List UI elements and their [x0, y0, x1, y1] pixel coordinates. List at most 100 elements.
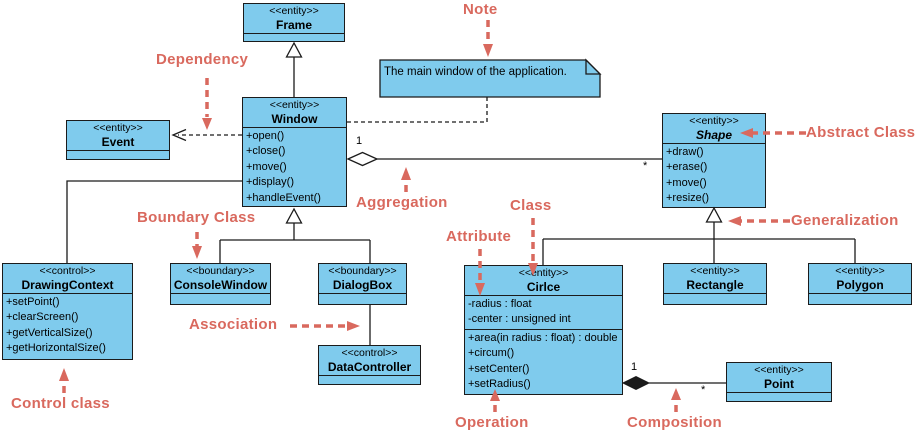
- operation: +setRadius(): [468, 378, 531, 391]
- stereotype-label: <<entity>>: [269, 5, 319, 17]
- class-shape[interactable]: <<entity>> Shape +draw() +erase() +move(…: [662, 113, 766, 208]
- stereotype-label: <<boundary>>: [186, 265, 255, 277]
- operation: +open(): [246, 130, 285, 142]
- stereotype-label: <<entity>>: [93, 122, 143, 134]
- operation: +move(): [666, 176, 707, 189]
- class-header: <<entity>> Rectangle: [664, 264, 766, 293]
- annotation-association: Association: [189, 316, 278, 333]
- operations-compartment: +area(in radius : float) : double +circu…: [465, 328, 622, 394]
- class-header: <<entity>> Polygon: [809, 264, 911, 293]
- dependency-window-event: [171, 128, 242, 142]
- class-header: <<entity>> Event: [67, 121, 169, 150]
- operations-compartment: +setPoint() +clearScreen() +getVerticalS…: [3, 293, 132, 359]
- stereotype-label: <<entity>>: [835, 265, 885, 277]
- class-header: <<entity>> Cirlce: [465, 266, 622, 295]
- operation: +handleEvent(): [246, 191, 321, 204]
- operations-compartment: +draw() +erase() +move() +resize(): [663, 143, 765, 207]
- composition-circle-point: [621, 375, 726, 391]
- attribute: -center : unsigned int: [468, 313, 571, 326]
- empty-compartment: [244, 33, 344, 41]
- annotation-operation: Operation: [455, 414, 529, 431]
- stereotype-label: <<entity>>: [269, 99, 320, 111]
- class-point[interactable]: <<entity>> Point: [726, 362, 832, 402]
- aggregation-multiplicity-source: 1: [356, 135, 363, 147]
- class-name: DataController: [327, 360, 412, 374]
- class-header: <<control>> DrawingContext: [3, 264, 132, 293]
- class-name: Frame: [275, 18, 313, 32]
- class-header: <<entity>> Frame: [244, 4, 344, 33]
- annotation-dependency: Dependency: [156, 51, 249, 68]
- note[interactable]: The main window of the application.: [384, 66, 567, 78]
- aggregation-multiplicity-target: *: [643, 160, 648, 172]
- class-rectangle[interactable]: <<entity>> Rectangle: [663, 263, 767, 305]
- class-drawingcontext[interactable]: <<control>> DrawingContext +setPoint() +…: [2, 263, 133, 360]
- annotation-control-class: Control class: [11, 395, 110, 412]
- annotation-abstract-class: Abstract Class: [806, 124, 916, 141]
- class-dialogbox[interactable]: <<boundary>> DialogBox: [318, 263, 407, 305]
- stereotype-label: <<control>>: [39, 265, 96, 277]
- stereotype-label: <<entity>>: [690, 265, 740, 277]
- stereotype-label: <<entity>>: [518, 267, 569, 279]
- composition-multiplicity-source: 1: [631, 361, 638, 373]
- class-header: <<control>> DataController: [319, 346, 420, 375]
- operation: +clearScreen(): [6, 311, 79, 324]
- empty-compartment: [67, 150, 169, 159]
- stereotype-label: <<control>>: [341, 347, 398, 359]
- class-name: Cirlce: [526, 280, 561, 294]
- class-polygon[interactable]: <<entity>> Polygon: [808, 263, 912, 305]
- stereotype-label: <<entity>>: [754, 364, 804, 376]
- class-circle[interactable]: <<entity>> Cirlce -radius : float -cente…: [464, 265, 623, 395]
- empty-compartment: [727, 392, 831, 401]
- class-name: DialogBox: [332, 278, 393, 292]
- aggregation-annotation-arrow: [401, 167, 411, 192]
- class-name: Window: [271, 112, 318, 126]
- attributes-compartment: -radius : float -center : unsigned int: [465, 295, 622, 329]
- operation: +draw(): [666, 146, 704, 158]
- class-datacontroller[interactable]: <<control>> DataController: [318, 345, 421, 385]
- annotation-aggregation: Aggregation: [356, 194, 448, 211]
- note-anchor-line: [347, 97, 488, 123]
- class-header: <<entity>> Shape: [663, 114, 765, 143]
- operation: +setCenter(): [468, 362, 530, 375]
- class-name: Event: [101, 135, 135, 149]
- annotation-attribute: Attribute: [446, 228, 512, 245]
- class-name: Shape: [695, 128, 732, 142]
- operation: +display(): [246, 176, 294, 189]
- empty-compartment: [319, 293, 406, 304]
- class-header: <<boundary>> DialogBox: [319, 264, 406, 293]
- operation: +close(): [246, 145, 286, 158]
- class-event[interactable]: <<entity>> Event: [66, 120, 170, 160]
- empty-compartment: [809, 293, 911, 304]
- operation: +getHorizontalSize(): [6, 342, 106, 355]
- class-window[interactable]: <<entity>> Window +open() +close() +move…: [242, 97, 347, 207]
- stereotype-label: <<entity>>: [689, 115, 739, 127]
- control-class-annotation-arrow: [59, 368, 69, 393]
- operation: +erase(): [666, 161, 708, 174]
- annotation-note: Note: [463, 1, 498, 18]
- operation: +getVerticalSize(): [6, 326, 93, 339]
- generalization-annotation-arrow: [728, 216, 790, 226]
- annotation-class: Class: [510, 197, 552, 214]
- composition-annotation-arrow: [671, 388, 681, 412]
- operation: +resize(): [666, 192, 710, 205]
- class-header: <<entity>> Point: [727, 363, 831, 392]
- operation: +area(in radius : float) : double: [468, 331, 618, 344]
- aggregation-window-shape: [346, 151, 662, 167]
- stereotype-label: <<boundary>>: [328, 265, 397, 277]
- composition-multiplicity-target: *: [701, 384, 706, 396]
- operations-compartment: +open() +close() +move() +display() +han…: [243, 127, 346, 206]
- class-name: DrawingContext: [21, 278, 114, 292]
- boundary-class-annotation-arrow: [192, 232, 202, 259]
- class-consolewindow[interactable]: <<boundary>> ConsoleWindow: [170, 263, 271, 305]
- empty-compartment: [319, 375, 420, 384]
- operation: +circum(): [468, 347, 515, 360]
- annotation-generalization: Generalization: [791, 212, 899, 229]
- annotation-boundary-class: Boundary Class: [137, 209, 256, 226]
- class-header: <<boundary>> ConsoleWindow: [171, 264, 270, 293]
- operation: +setPoint(): [6, 296, 60, 308]
- class-name: ConsoleWindow: [173, 278, 268, 292]
- annotation-composition: Composition: [627, 414, 722, 431]
- class-frame[interactable]: <<entity>> Frame: [243, 3, 345, 42]
- note-annotation-arrow: [483, 20, 493, 57]
